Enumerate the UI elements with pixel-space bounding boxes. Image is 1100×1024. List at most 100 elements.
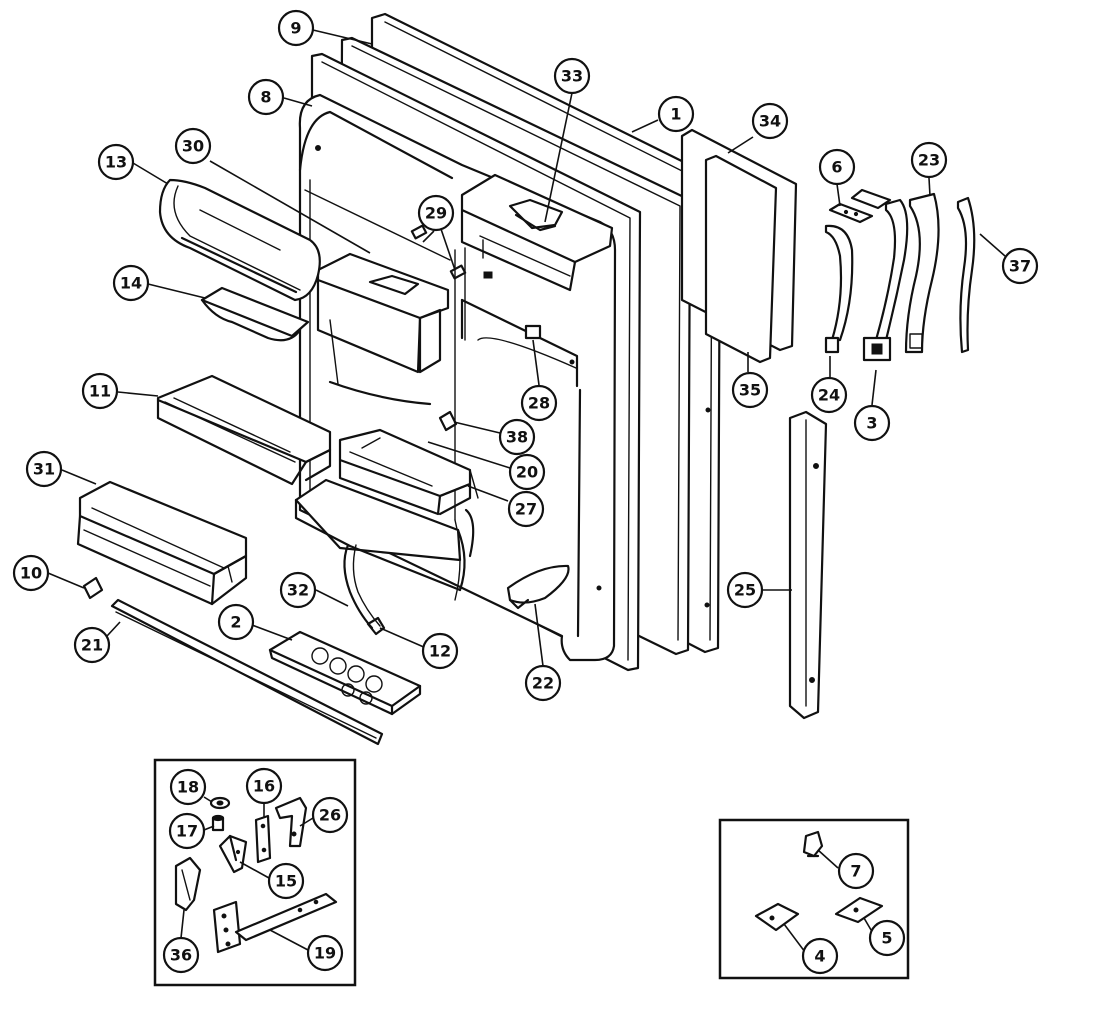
bracket-part	[506, 564, 570, 610]
hinge-part	[218, 834, 248, 874]
svg-text:8: 8	[260, 88, 271, 107]
callout-18: 18	[169, 768, 207, 806]
svg-text:7: 7	[850, 862, 861, 881]
callout-23: 23	[910, 141, 948, 179]
svg-text:6: 6	[831, 158, 842, 177]
panel-backing-part	[704, 154, 778, 364]
svg-text:9: 9	[290, 19, 301, 38]
door-bin-lower-part	[76, 480, 248, 606]
callout-4: 4	[801, 937, 839, 975]
hinge-parts-inset	[153, 758, 357, 987]
leader-lines	[47, 29, 1006, 953]
callout-35: 35	[731, 371, 769, 409]
trim-strip-part	[110, 598, 384, 746]
callout-25: 25	[726, 571, 764, 609]
callout-16: 16	[245, 767, 283, 805]
callout-17: 17	[168, 812, 206, 850]
callout-8: 8	[247, 78, 285, 116]
door-bin-upper-part	[156, 374, 332, 486]
svg-text:25: 25	[734, 581, 756, 600]
svg-text:18: 18	[177, 778, 199, 797]
dairy-tray-part	[200, 286, 310, 342]
callout-7: 7	[837, 852, 875, 890]
callout-bubbles: 9 8 33 1 34 13 30 29 6 23 37 14 24 35 3 …	[12, 9, 1039, 975]
handle-middle-part	[862, 198, 909, 362]
egg-tray-part	[268, 630, 422, 716]
callout-37: 37	[1001, 247, 1039, 285]
callout-31: 31	[25, 450, 63, 488]
callout-12: 12	[421, 632, 459, 670]
svg-text:38: 38	[506, 428, 528, 447]
svg-text:31: 31	[33, 460, 55, 479]
svg-text:5: 5	[881, 929, 892, 948]
svg-text:35: 35	[739, 381, 761, 400]
callout-11: 11	[81, 372, 119, 410]
callout-28: 28	[520, 384, 558, 422]
hinge-shim-part	[254, 814, 272, 864]
hinge-cover-part	[174, 856, 202, 912]
bottom-hinge-part	[212, 892, 338, 954]
svg-text:29: 29	[425, 204, 447, 223]
svg-text:17: 17	[176, 822, 198, 841]
svg-text:19: 19	[314, 944, 336, 963]
svg-text:30: 30	[182, 137, 204, 156]
svg-text:24: 24	[818, 386, 840, 405]
hinge-plate-part	[828, 188, 892, 224]
door-assembly-drawing	[76, 12, 976, 746]
lower-door-area	[294, 469, 479, 592]
svg-text:11: 11	[89, 382, 111, 401]
pin-parts	[410, 224, 467, 280]
callout-30: 30	[174, 127, 212, 165]
callout-38: 38	[498, 418, 536, 456]
callout-27: 27	[507, 490, 545, 528]
handle-trim-part	[956, 196, 976, 354]
svg-text:16: 16	[253, 777, 275, 796]
callout-1: 1	[657, 95, 695, 133]
callout-3: 3	[853, 404, 891, 442]
callout-32: 32	[279, 571, 317, 609]
svg-text:37: 37	[1009, 257, 1031, 276]
callout-19: 19	[306, 934, 344, 972]
clip-part	[82, 576, 104, 600]
svg-text:15: 15	[275, 872, 297, 891]
svg-text:32: 32	[287, 581, 309, 600]
washer-part	[209, 796, 231, 810]
callout-20: 20	[508, 453, 546, 491]
callout-10: 10	[12, 554, 50, 592]
hardware-parts-inset	[718, 818, 910, 980]
callout-9: 9	[277, 9, 315, 47]
callout-14: 14	[112, 264, 150, 302]
wire-harness-part	[343, 543, 374, 630]
svg-text:26: 26	[319, 806, 341, 825]
callout-2: 2	[217, 603, 255, 641]
mounting-clip-left-part	[754, 902, 800, 932]
upper-compartment-part	[460, 173, 614, 388]
center-cover-part	[316, 252, 450, 406]
hinge-bracket-part	[274, 796, 308, 848]
svg-text:21: 21	[81, 636, 103, 655]
svg-text:23: 23	[918, 151, 940, 170]
svg-text:13: 13	[105, 153, 127, 172]
svg-text:10: 10	[20, 564, 42, 583]
svg-text:20: 20	[516, 463, 538, 482]
bushing-part	[211, 814, 225, 832]
small-clip-part	[438, 410, 458, 432]
callout-24: 24	[810, 376, 848, 414]
handle-right-part	[904, 192, 940, 354]
callout-33: 33	[553, 57, 591, 95]
callout-6: 6	[818, 148, 856, 186]
small-shelf-part	[338, 428, 472, 516]
mounting-clip-right-part	[834, 896, 884, 924]
svg-text:14: 14	[120, 274, 142, 293]
svg-text:4: 4	[814, 947, 825, 966]
vertical-trim-part	[788, 410, 828, 720]
callout-15: 15	[267, 862, 305, 900]
svg-text:27: 27	[515, 500, 537, 519]
svg-text:12: 12	[429, 642, 451, 661]
svg-text:22: 22	[532, 674, 554, 693]
callout-29: 29	[417, 194, 455, 232]
callout-26: 26	[311, 796, 349, 834]
svg-text:28: 28	[528, 394, 550, 413]
connector-part	[366, 616, 386, 636]
